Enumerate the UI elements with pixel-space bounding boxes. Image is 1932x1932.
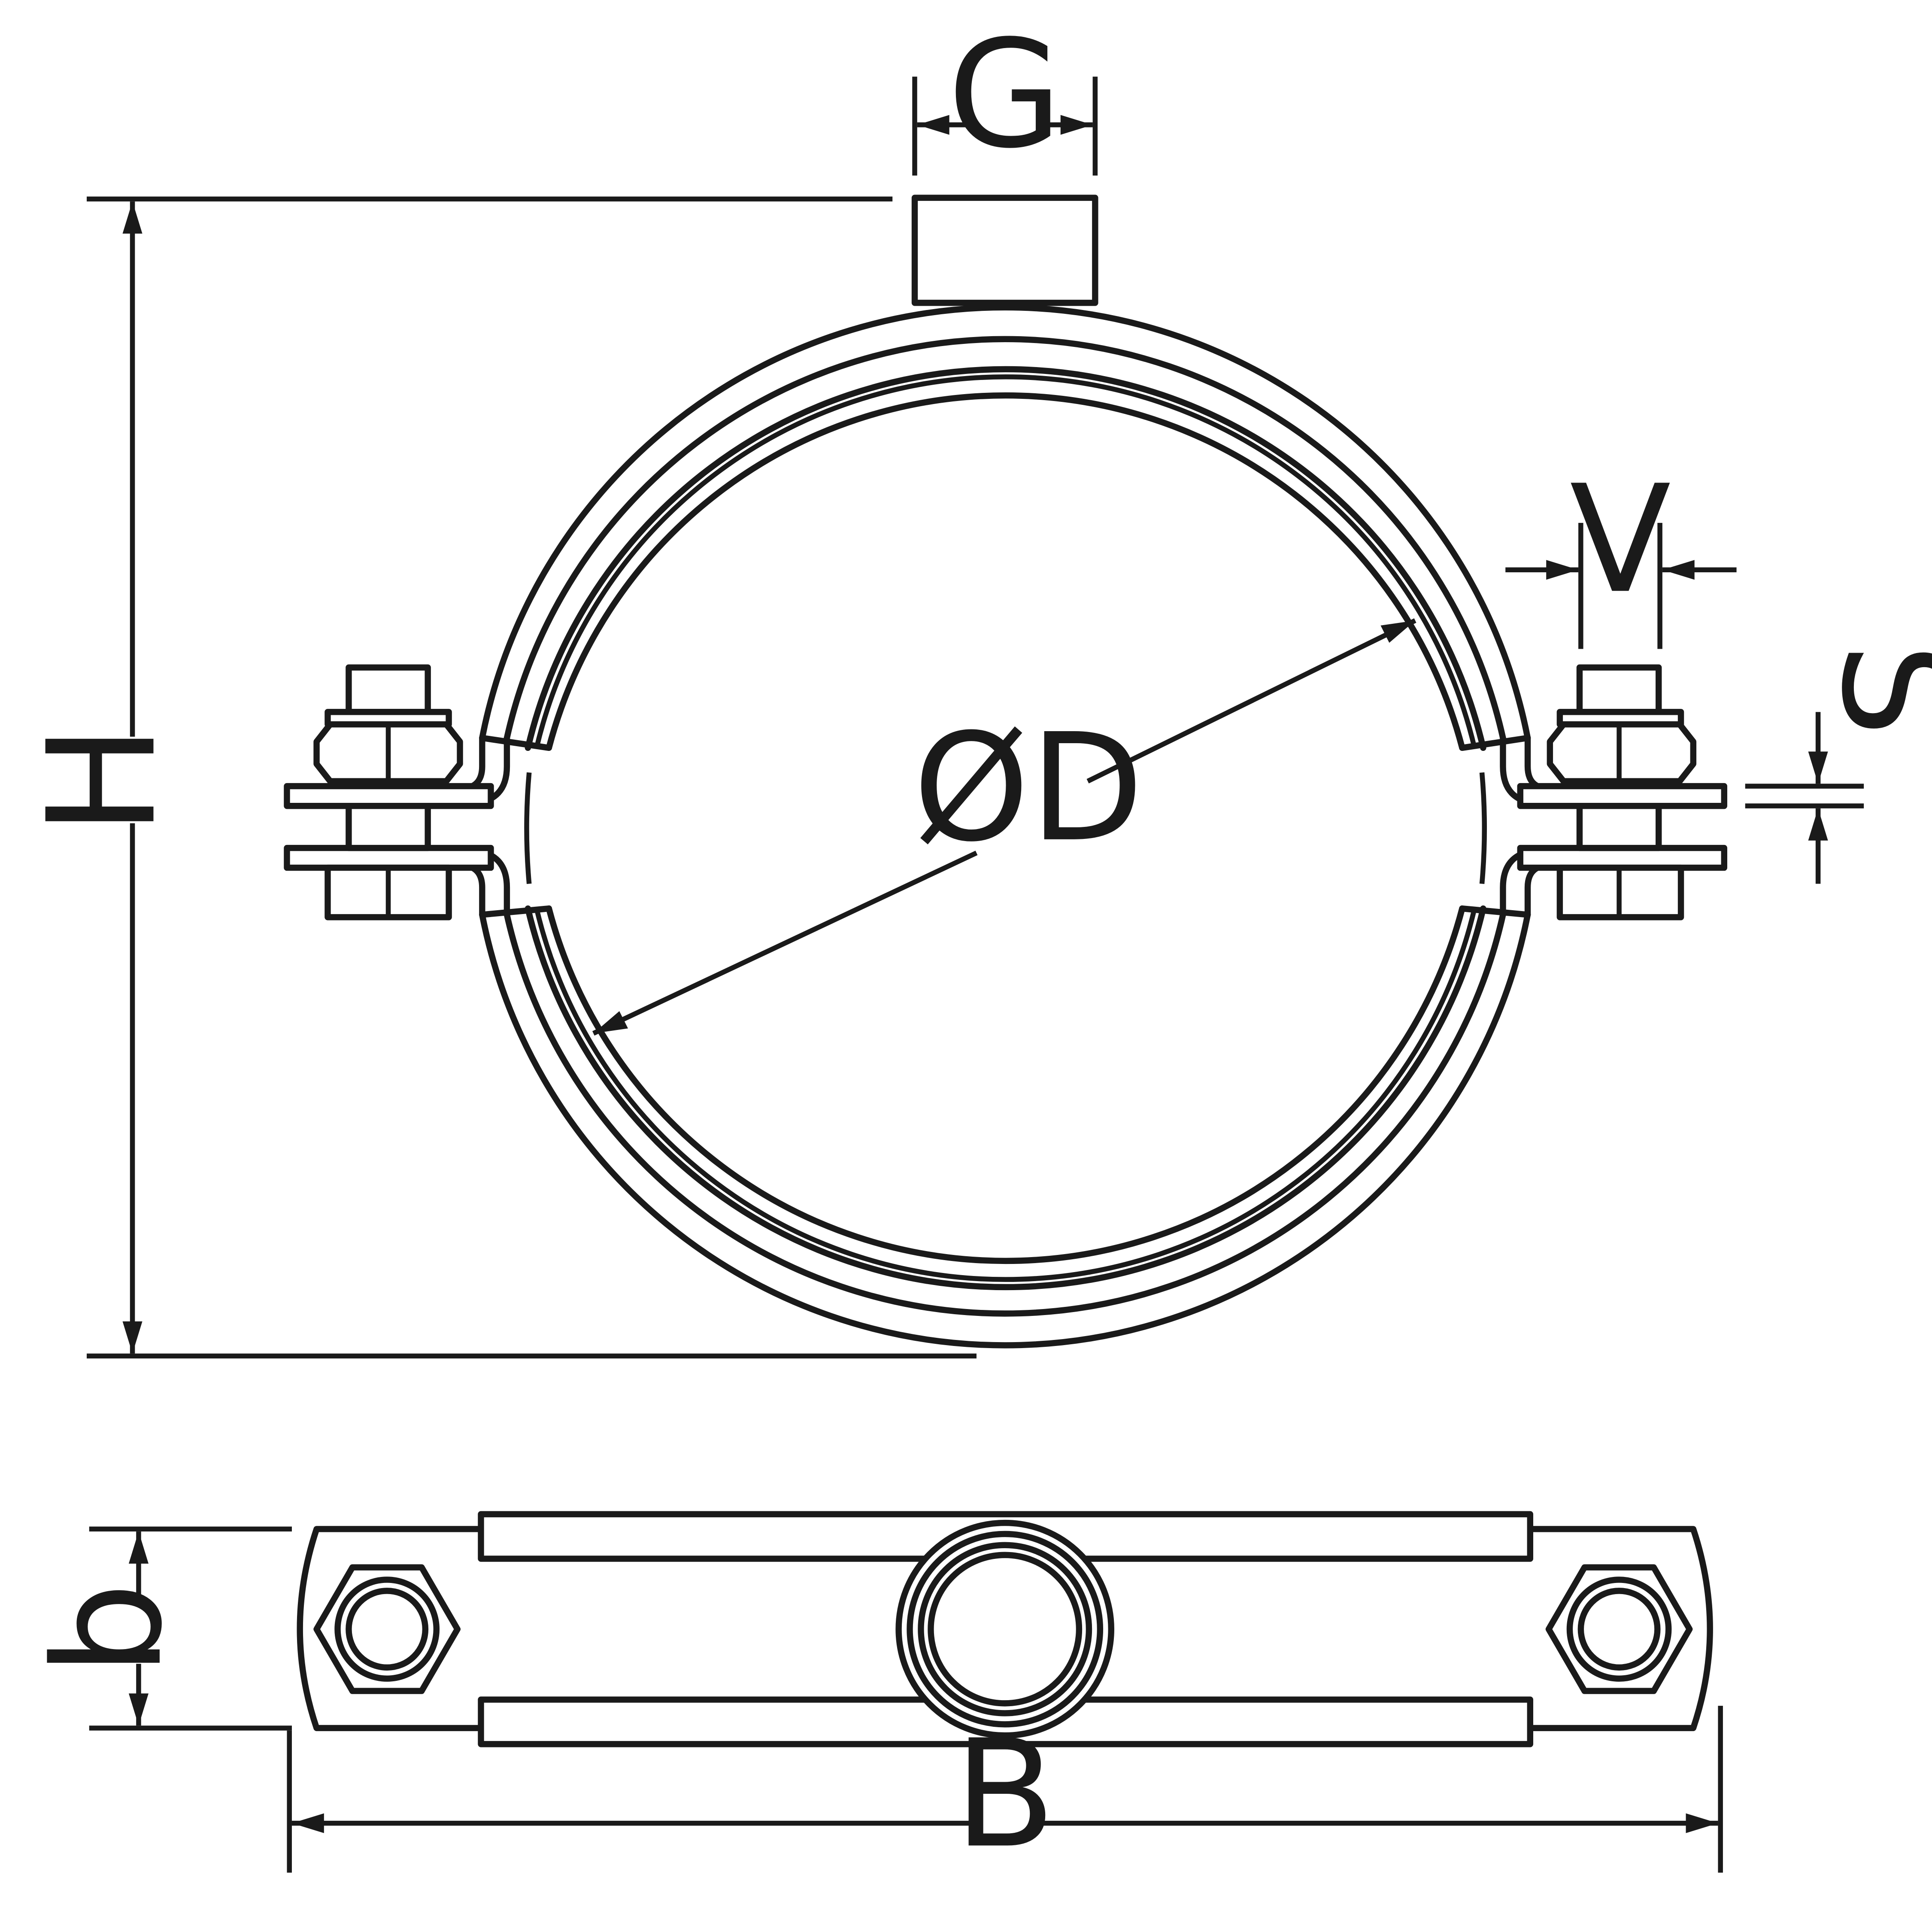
- rubber-liner: [524, 366, 1487, 1291]
- dimension-d: ØD: [592, 618, 1416, 1036]
- right-washer-bottom: [1517, 844, 1728, 871]
- left-flange: [448, 735, 552, 918]
- outer-band: [479, 304, 1531, 1349]
- right-bolt-assembly: [1517, 664, 1728, 920]
- right-flange: [1459, 735, 1563, 918]
- label-s: S: [1809, 643, 1932, 737]
- dimension-s: S: [1745, 643, 1932, 884]
- dimension-big-b: B: [287, 1706, 1723, 1880]
- label-d: ØD: [913, 702, 1144, 875]
- label-h: H: [16, 724, 189, 836]
- left-bolt-assembly: [284, 664, 494, 920]
- label-small-b: b: [22, 1582, 195, 1676]
- clamp-top-view: [297, 1511, 1713, 1747]
- dimension-v: V: [1505, 453, 1737, 649]
- dimension-g: G: [912, 9, 1098, 181]
- label-g: G: [947, 9, 1062, 181]
- left-bolt-shank: [346, 802, 431, 851]
- label-v: V: [1570, 453, 1672, 626]
- top-view-center-boss: [895, 1519, 1114, 1739]
- top-view-left-nut: [313, 1564, 461, 1694]
- top-view-right-nut: [1545, 1564, 1693, 1694]
- right-bolt-shank: [1576, 802, 1662, 851]
- label-big-b: B: [954, 1708, 1056, 1880]
- right-bolt-thread: [1576, 664, 1662, 715]
- left-bolt-thread: [346, 664, 431, 715]
- dimension-h: H: [16, 196, 977, 1359]
- clamp-front-view: [284, 194, 1728, 1349]
- dimension-small-b: b: [22, 1526, 292, 1731]
- top-boss: [911, 194, 1098, 306]
